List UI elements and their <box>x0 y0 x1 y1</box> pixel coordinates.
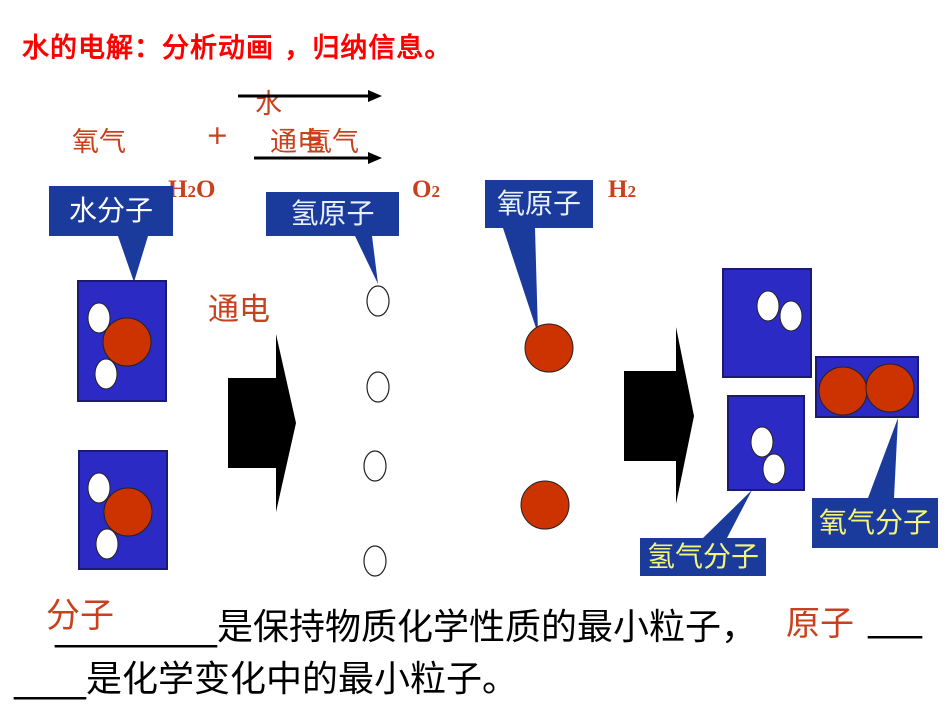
hydrogen-atom-callout: 氢原子 <box>266 192 399 236</box>
formula-oxygen: O2 <box>412 176 440 203</box>
oxygen-molecule <box>815 356 919 418</box>
equation-product-hydrogen: 氢气 <box>305 127 359 158</box>
hydrogen-atom <box>363 545 387 577</box>
hydrogen-molecule-callout-tail <box>703 490 752 538</box>
process-arrow-left <box>228 334 296 512</box>
oxygen-atom <box>520 480 570 530</box>
equation-condition: 通电 <box>270 127 324 158</box>
equation-reactant-water: 水 <box>255 89 282 120</box>
hydrogen-atom <box>363 450 387 482</box>
statement-text-2: 是化学变化中的最小粒子。 <box>86 659 519 700</box>
process-arrow-right <box>624 327 694 504</box>
answer-atom: 原子 <box>786 604 854 644</box>
water-molecule-callout-tail <box>118 236 148 282</box>
statement-text-1: 是保持物质化学性质的最小粒子， <box>217 607 758 648</box>
water-molecule-top <box>77 280 167 402</box>
hydrogen-atom <box>366 285 390 317</box>
hydrogen-molecule-bottom <box>727 395 805 491</box>
oxygen-molecule-callout-tail <box>868 418 898 498</box>
energize-label: 通电 <box>208 292 270 328</box>
oxygen-atom-callout: 氧原子 <box>485 180 593 228</box>
slide-title: 水的电解：分析动画 ，归纳信息。 <box>22 33 453 64</box>
answer-molecule: 分子 <box>46 596 114 636</box>
water-molecule-callout: 水分子 <box>49 186 173 236</box>
reaction-arrow-top <box>238 90 382 102</box>
statement-line-2: ____是化学变化中的最小粒子。 <box>14 650 518 702</box>
answer-blank-2b: ____ <box>14 659 86 700</box>
hydrogen-molecule-callout: 氢气分子 <box>640 538 766 576</box>
equation-product-oxygen: 氧气 <box>72 127 126 158</box>
hydrogen-atom-callout-tail <box>355 236 378 284</box>
answer-blank-1: _________ <box>55 607 217 648</box>
hydrogen-molecule-top <box>722 268 812 378</box>
oxygen-atom <box>524 323 574 373</box>
hydrogen-atom <box>366 371 390 403</box>
equation-plus: + <box>206 120 229 151</box>
water-molecule-bottom <box>78 450 168 570</box>
reaction-arrow-bottom <box>254 152 382 164</box>
oxygen-atom-callout-tail <box>503 228 538 334</box>
statement-line-1: _________是保持物质化学性质的最小粒子， <box>55 598 757 650</box>
answer-blank-2a: ___ <box>868 598 922 639</box>
formula-hydrogen: H2 <box>608 176 636 203</box>
oxygen-molecule-callout: 氧气分子 <box>812 498 938 548</box>
